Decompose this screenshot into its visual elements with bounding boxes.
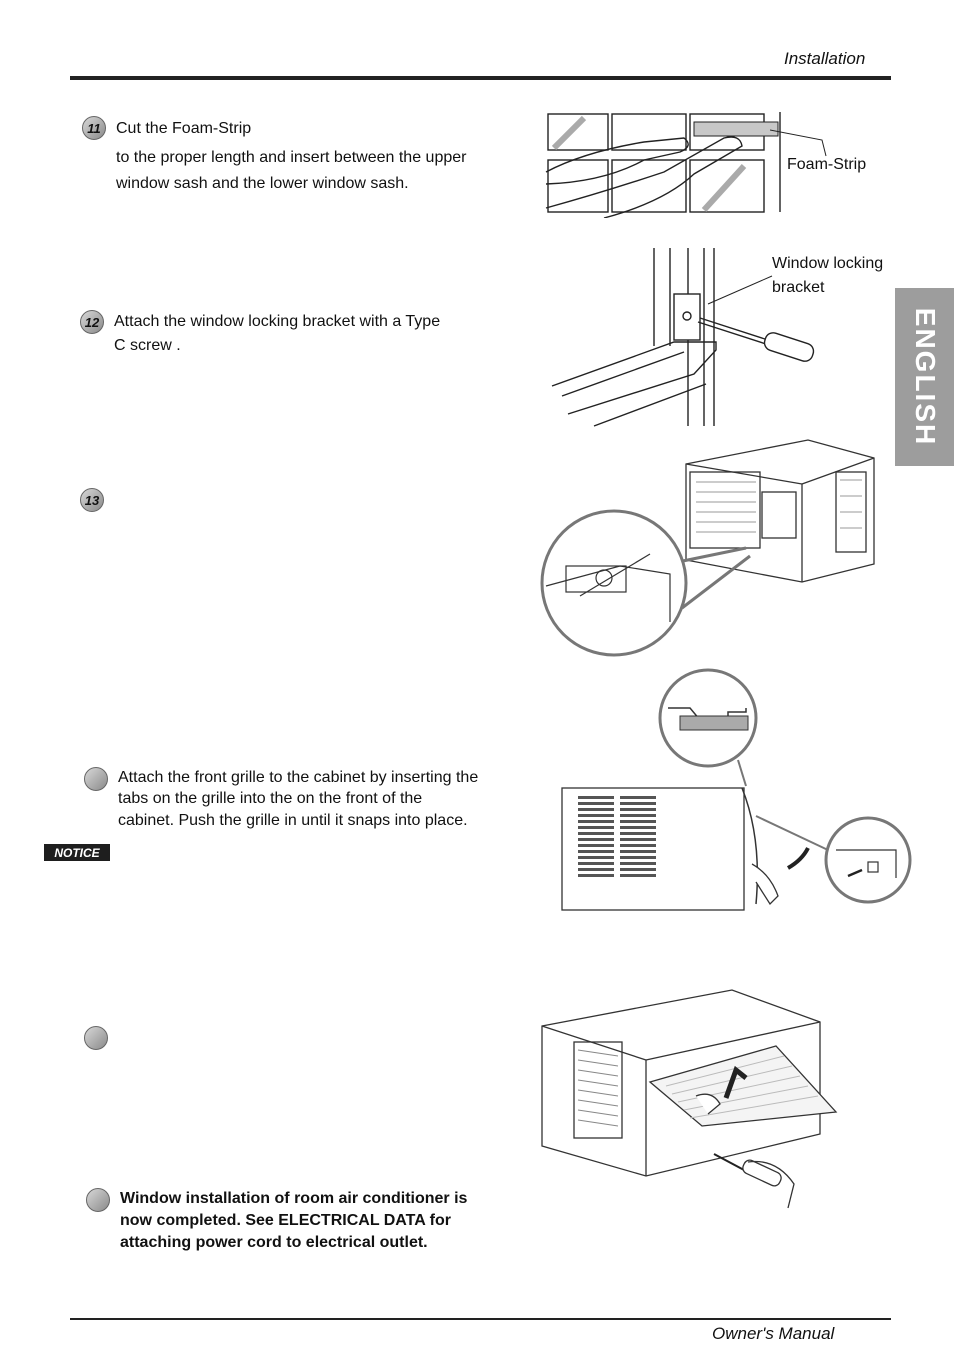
window-bracket-illustration [551,248,815,427]
language-tab: ENGLISH [895,288,954,466]
notice-badge: NOTICE [44,844,110,861]
completion-line2: now completed. See ELECTRICAL DATA for [120,1212,451,1229]
completion-line1: Window installation of room air conditio… [120,1190,468,1207]
step-number-badge [84,767,108,791]
step-number-badge: 11 [82,116,106,140]
unit-screw-illustration [540,439,875,657]
bracket-callout-line2: bracket [772,279,825,296]
foam-strip-callout: Foam-Strip [787,156,867,173]
foam-strip-leader [770,129,827,157]
bracket-callout-line1: Window locking [772,255,884,272]
step-number-badge: 13 [80,488,104,512]
front-grille-line3: cabinet. Push the grille in until it sna… [118,812,468,829]
step-11-title: Cut the Foam-Strip [116,120,252,137]
front-grille-line2: tabs on the grille into the on the front… [118,790,423,807]
step-12-line2: C screw . [114,337,181,354]
header-rule [70,76,891,80]
step-11-line2: window sash and the lower window sash. [116,175,409,192]
step-11-line1: to the proper length and insert between … [116,149,467,166]
step-number-badge [84,1026,108,1050]
footer-rule [70,1318,891,1320]
step-number-badge [86,1188,110,1212]
front-grille-line1: Attach the front grille to the cabinet b… [118,769,479,786]
step-12-line1: Attach the window locking bracket with a… [114,313,441,330]
foam-strip-illustration [545,112,781,218]
front-grille-illustration [561,668,912,911]
language-tab-label: ENGLISH [909,307,941,447]
step-number-badge: 12 [80,310,104,334]
footer-title: Owner's Manual [712,1324,835,1343]
completion-line3: attaching power cord to electrical outle… [120,1234,428,1251]
front-grille-open-illustration [541,989,838,1209]
section-title: Installation [784,49,866,68]
